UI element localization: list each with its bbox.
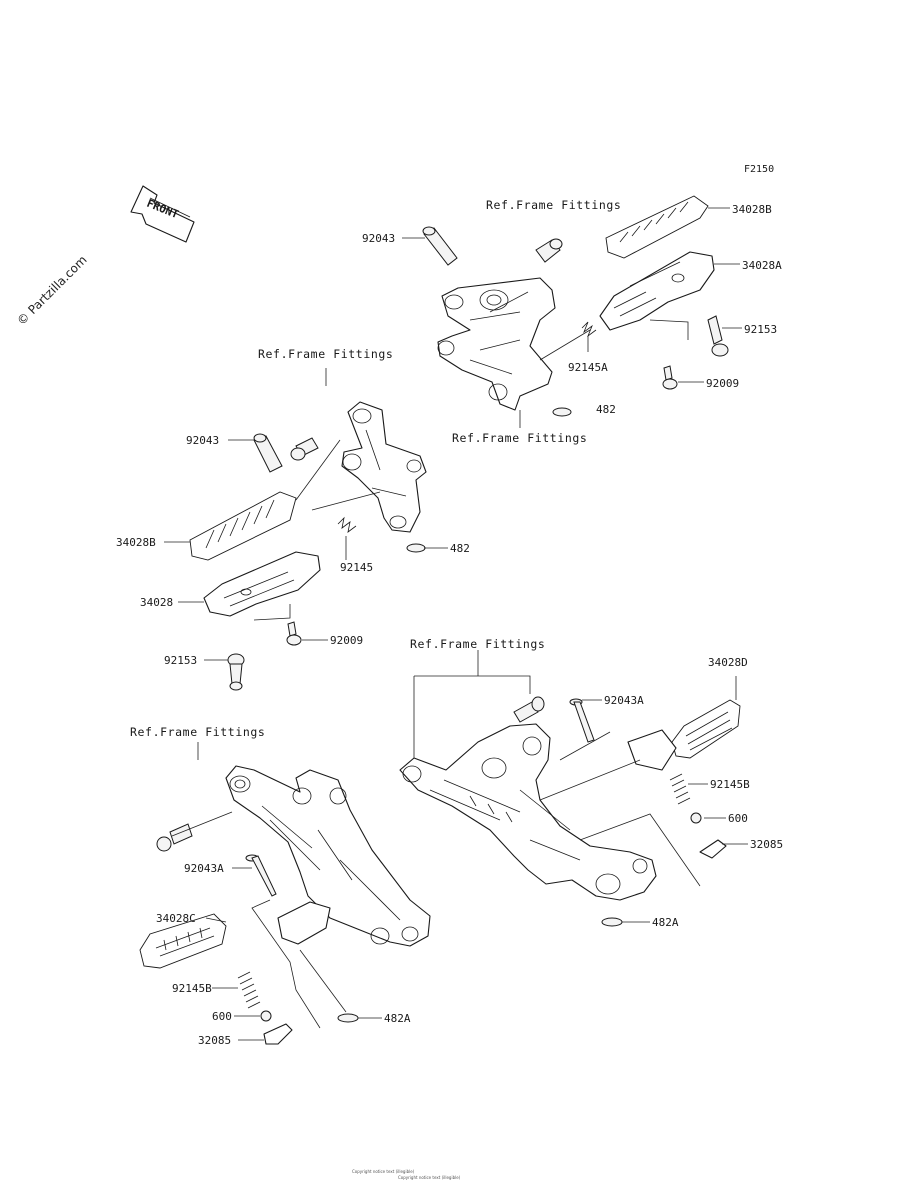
screw-92009-middle (286, 621, 302, 646)
pin-92043A-bottom (245, 854, 277, 897)
part-label: 600 (212, 1010, 232, 1023)
footpeg-rubber-34028C (139, 913, 227, 969)
part-label: 482 (450, 542, 470, 555)
bottom-left-assembly (139, 742, 431, 1045)
part-label: 600 (728, 812, 748, 825)
part-label: 34028A (742, 259, 782, 272)
bolt-bottom-left (156, 823, 193, 852)
part-label: 92153 (164, 654, 197, 667)
ref-label-middle-left: Ref.Frame Fittings (258, 347, 393, 361)
spring-92145A (581, 321, 597, 338)
bracket-bottom-right (399, 723, 657, 901)
footpeg-34028 (203, 551, 321, 617)
figure-code: F2150 (744, 164, 774, 175)
bolt-top-right (535, 238, 563, 263)
clip-482A-bottom (337, 1013, 359, 1023)
ball-600-bottom (260, 1010, 272, 1022)
part-label: 92009 (706, 377, 739, 390)
pin-92043A-right (569, 698, 595, 743)
clip-482-top (552, 407, 572, 417)
middle-left-assembly (164, 368, 448, 691)
spring-92145B-right (669, 773, 691, 805)
part-label: 92145A (568, 361, 608, 374)
part-label: 482 (596, 403, 616, 416)
watermark: © Partzilla.com (14, 253, 89, 328)
footpeg-rubber-34028B-top (605, 195, 709, 259)
pin-92043-top (422, 226, 458, 266)
footer-copyright: Copyright notice text (illegible) (398, 1175, 461, 1180)
part-label: 34028C (156, 912, 196, 925)
bolt-92153-middle (227, 653, 245, 691)
part-label: 92153 (744, 323, 777, 336)
bracket-middle-left (341, 401, 427, 533)
bolt-92153-top (707, 315, 729, 357)
part-label: 32085 (198, 1034, 231, 1047)
part-label: 482A (384, 1012, 411, 1025)
part-label: 92043A (184, 862, 224, 875)
bracket-bottom-left (225, 765, 431, 947)
part-label: 92145B (710, 778, 750, 791)
bottom-right-assembly (399, 650, 748, 927)
bolt-middle-left (290, 437, 319, 461)
front-arrow-icon: FRONT (130, 185, 195, 243)
part-label: 92145B (172, 982, 212, 995)
part-label: 92043 (362, 232, 395, 245)
part-label: 34028B (732, 203, 772, 216)
part-label: 92145 (340, 561, 373, 574)
part-label: 34028D (708, 656, 748, 669)
detent-32085-bottom (263, 1023, 293, 1045)
bolt-bottom-right (513, 696, 545, 723)
clip-482A-right (601, 917, 623, 927)
part-label: 482A (652, 916, 679, 929)
part-label: 92043A (604, 694, 644, 707)
ref-label-bottom-left: Ref.Frame Fittings (130, 725, 265, 739)
bracket-top-right (437, 277, 556, 411)
part-label: 92043 (186, 434, 219, 447)
spring-92145B-bottom (237, 971, 261, 1009)
footpeg-rubber-34028B-middle (189, 491, 297, 561)
footpeg-34028A (599, 251, 715, 331)
part-label: 32085 (750, 838, 783, 851)
footer-copyright: Copyright notice text (illegible) (352, 1169, 415, 1174)
clip-482-middle (406, 543, 426, 553)
spring-92145 (337, 516, 357, 533)
detent-32085-right (699, 839, 727, 859)
ref-label-top-right: Ref.Frame Fittings (486, 198, 621, 212)
top-right-assembly (402, 195, 742, 428)
part-label: 34028B (116, 536, 156, 549)
part-label: 92009 (330, 634, 363, 647)
screw-92009-top (662, 365, 678, 390)
ball-600-right (690, 812, 702, 824)
ref-label-bottom-right: Ref.Frame Fittings (410, 637, 545, 651)
part-label: 34028 (140, 596, 173, 609)
footpeg-rubber-34028D (671, 699, 741, 759)
pin-92043-middle (253, 433, 283, 473)
ref-label-top-right-lower: Ref.Frame Fittings (452, 431, 587, 445)
